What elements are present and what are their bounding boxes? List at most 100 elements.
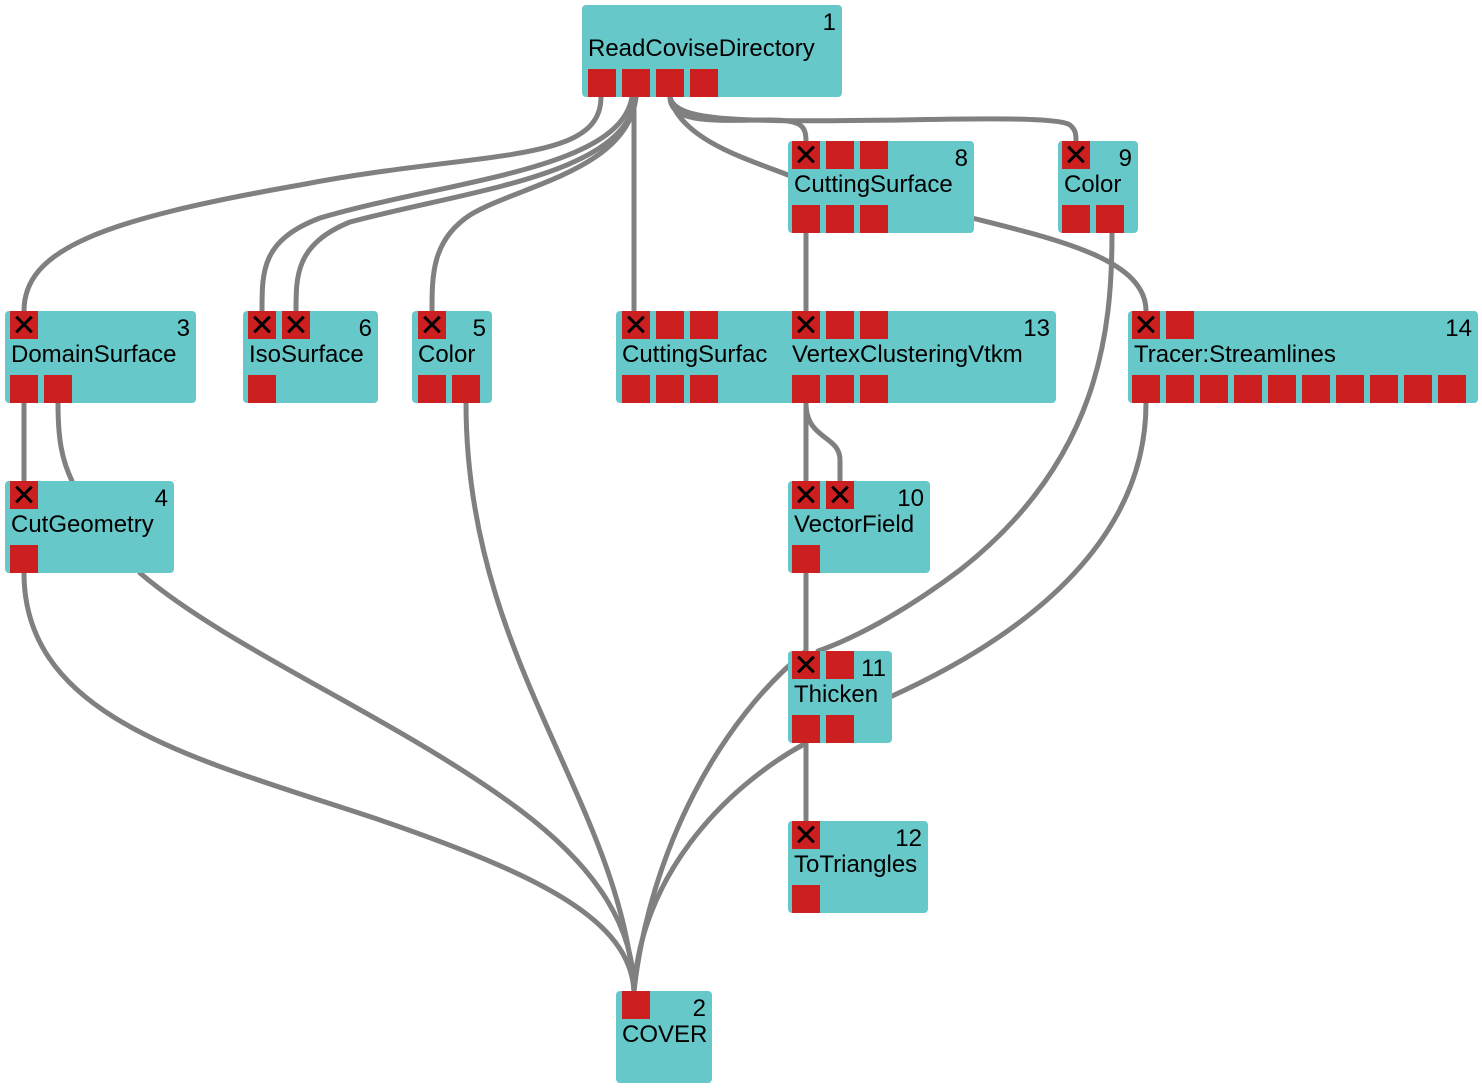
output-port[interactable] — [1132, 375, 1160, 403]
module-vectorfield[interactable]: 10 VectorField — [788, 481, 930, 573]
input-port[interactable] — [826, 481, 854, 509]
output-port[interactable] — [860, 205, 888, 233]
module-id: 2 — [692, 995, 706, 1022]
module-id: 10 — [897, 485, 924, 512]
input-port[interactable] — [1132, 311, 1160, 339]
input-port[interactable] — [418, 311, 446, 339]
wire-3-to-4-b[interactable] — [55, 400, 75, 484]
wire-1-to-3[interactable] — [21, 94, 604, 314]
module-title: CuttingSurfac — [622, 341, 768, 368]
module-title: ReadCoviseDirectory — [588, 35, 815, 62]
module-readcovisedirectory[interactable]: 1 ReadCoviseDirectory — [582, 5, 842, 97]
output-port[interactable] — [1200, 375, 1228, 403]
input-port[interactable] — [282, 311, 310, 339]
module-tracer-streamlines[interactable]: 14 Tracer:Streamlines — [1128, 311, 1478, 403]
input-port[interactable] — [10, 481, 38, 509]
wire-1-to-6b[interactable] — [293, 94, 639, 314]
wire-14-to-11[interactable] — [887, 400, 1149, 700]
module-thicken[interactable]: 11 Thicken — [788, 651, 892, 743]
module-cuttingsurface-8[interactable]: 8 CuttingSurface — [788, 141, 974, 233]
output-port[interactable] — [588, 69, 616, 97]
module-title: COVER — [622, 1021, 708, 1048]
module-color-5[interactable]: 5 Color — [412, 311, 492, 403]
output-port[interactable] — [792, 375, 820, 403]
input-port[interactable] — [792, 821, 820, 849]
module-title: Color — [1064, 171, 1122, 198]
output-port[interactable] — [248, 375, 276, 403]
output-port[interactable] — [792, 545, 820, 573]
wire-8-to-14[interactable] — [969, 215, 1149, 314]
wire-1-to-5[interactable] — [429, 94, 639, 314]
module-color-9[interactable]: 9 Color — [1058, 141, 1138, 233]
output-port[interactable] — [1268, 375, 1296, 403]
input-port[interactable] — [792, 311, 820, 339]
output-port[interactable] — [1404, 375, 1432, 403]
module-vertexclusteringvtkm[interactable]: 13 VertexClusteringVtkm — [788, 311, 1056, 403]
module-isosurface[interactable]: 6 IsoSurface — [243, 311, 378, 403]
output-port[interactable] — [860, 375, 888, 403]
input-port[interactable] — [826, 651, 854, 679]
input-port[interactable] — [622, 991, 650, 1019]
module-title: Tracer:Streamlines — [1134, 341, 1336, 368]
wire-4-to-2b[interactable] — [137, 570, 637, 994]
input-port[interactable] — [826, 311, 854, 339]
output-port[interactable] — [656, 69, 684, 97]
input-port[interactable] — [656, 311, 684, 339]
input-port[interactable] — [1166, 311, 1194, 339]
module-cover[interactable]: 2 COVER — [616, 991, 712, 1083]
output-port[interactable] — [826, 715, 854, 743]
input-port[interactable] — [1062, 141, 1090, 169]
input-port[interactable] — [860, 311, 888, 339]
output-port[interactable] — [690, 375, 718, 403]
output-port[interactable] — [792, 885, 820, 913]
module-title: VectorField — [794, 511, 915, 538]
wire-1-to-9[interactable] — [667, 94, 1079, 144]
input-port[interactable] — [826, 141, 854, 169]
wire-11-to-2b[interactable] — [631, 648, 809, 994]
output-port[interactable] — [10, 375, 38, 403]
output-port[interactable] — [1370, 375, 1398, 403]
module-id: 3 — [176, 315, 190, 342]
module-cutgeometry[interactable]: 4 CutGeometry — [5, 481, 174, 573]
output-port[interactable] — [1438, 375, 1466, 403]
output-port[interactable] — [622, 69, 650, 97]
output-port[interactable] — [826, 375, 854, 403]
output-port[interactable] — [1096, 205, 1124, 233]
output-port[interactable] — [826, 205, 854, 233]
output-port[interactable] — [1336, 375, 1364, 403]
output-port[interactable] — [792, 205, 820, 233]
output-port[interactable] — [10, 545, 38, 573]
module-title: VertexClusteringVtkm — [792, 341, 1023, 368]
wire-13-to-10b[interactable] — [803, 400, 843, 484]
output-port[interactable] — [1166, 375, 1194, 403]
module-id: 5 — [472, 315, 486, 342]
input-port[interactable] — [248, 311, 276, 339]
output-port[interactable] — [1234, 375, 1262, 403]
output-port[interactable] — [622, 375, 650, 403]
wire-1-to-8-in[interactable] — [667, 94, 791, 178]
wire-5-to-2[interactable] — [463, 400, 637, 994]
output-port[interactable] — [656, 375, 684, 403]
output-port[interactable] — [1062, 205, 1090, 233]
wire-4-to-2a[interactable] — [21, 570, 637, 994]
input-port[interactable] — [792, 651, 820, 679]
wire-1-to-6a[interactable] — [259, 94, 635, 314]
output-port[interactable] — [792, 715, 820, 743]
output-port[interactable] — [44, 375, 72, 403]
module-domainsurface[interactable]: 3 DomainSurface — [5, 311, 196, 403]
output-port[interactable] — [1302, 375, 1330, 403]
input-port[interactable] — [792, 481, 820, 509]
output-port[interactable] — [690, 69, 718, 97]
module-title: Color — [418, 341, 476, 368]
input-port[interactable] — [10, 311, 38, 339]
input-port[interactable] — [792, 141, 820, 169]
input-port[interactable] — [860, 141, 888, 169]
output-port[interactable] — [452, 375, 480, 403]
input-port[interactable] — [622, 311, 650, 339]
output-port[interactable] — [418, 375, 446, 403]
module-totriangles[interactable]: 12 ToTriangles — [788, 821, 928, 913]
module-cuttingsurface-7[interactable]: CuttingSurfac — [616, 311, 806, 403]
module-title: CutGeometry — [11, 511, 154, 538]
wire-9-to-11[interactable] — [815, 230, 1115, 654]
input-port[interactable] — [690, 311, 718, 339]
